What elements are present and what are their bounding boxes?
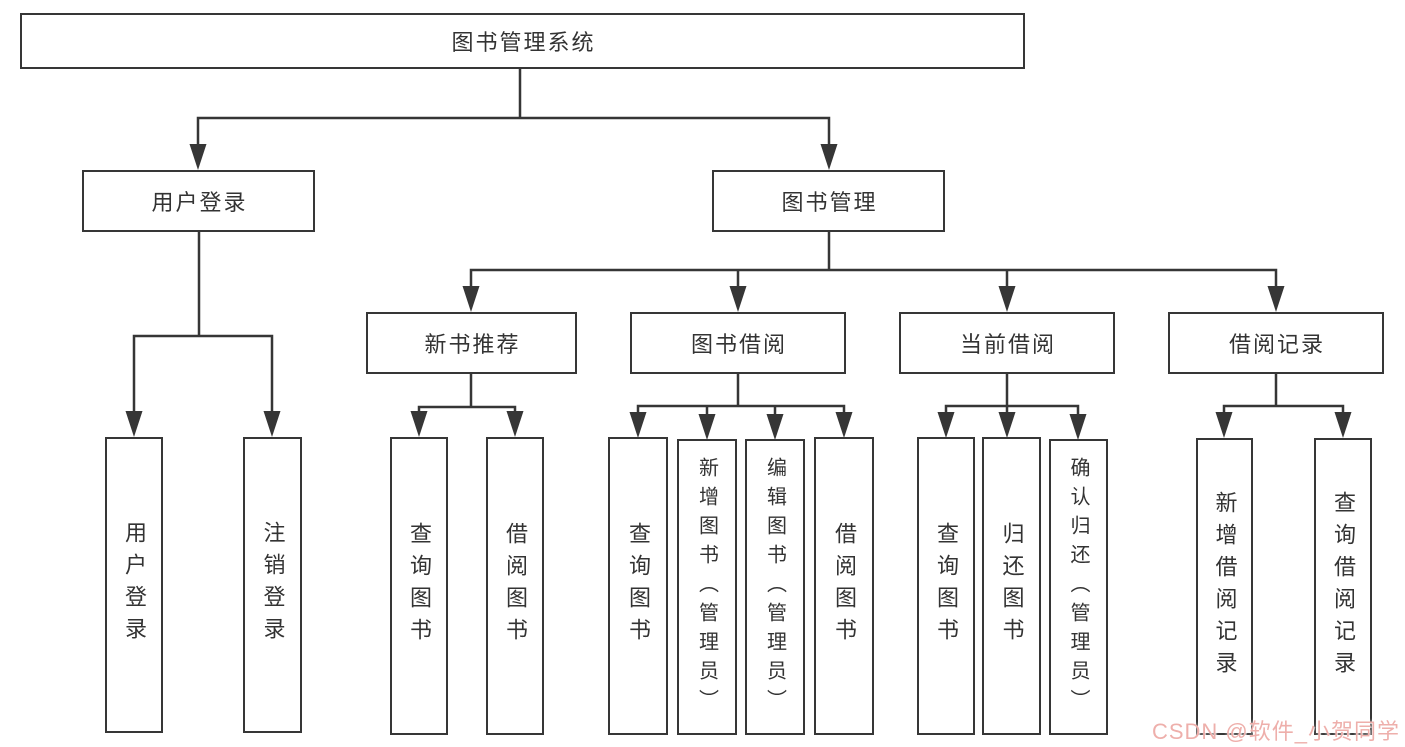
arrowhead bbox=[835, 412, 853, 438]
node-label: 确认归还（管理员） bbox=[1067, 456, 1089, 718]
node-label: 当前借阅 bbox=[959, 332, 1056, 357]
arrowhead bbox=[729, 286, 747, 312]
node-label: 查询图书 bbox=[934, 522, 959, 650]
connector-current-borrow bbox=[944, 372, 1080, 415]
arrowhead bbox=[410, 411, 428, 437]
node-book-mgmt: 图书管理 bbox=[712, 170, 945, 232]
node-book-borrow: 图书借阅 bbox=[630, 312, 846, 374]
arrowhead bbox=[820, 144, 838, 170]
node-new-book-rec: 新书推荐 bbox=[366, 312, 577, 374]
arrowhead bbox=[998, 286, 1016, 312]
arrowhead bbox=[698, 414, 716, 440]
leaf-borrow-query-books: 查询图书 bbox=[608, 437, 668, 735]
arrowhead bbox=[1334, 412, 1352, 438]
arrowhead bbox=[629, 412, 647, 438]
connector-book-mgmt bbox=[469, 230, 1278, 287]
node-label: 新增借阅记录 bbox=[1212, 490, 1238, 683]
leaf-return-books: 归还图书 bbox=[982, 437, 1041, 735]
node-label: 借阅图书 bbox=[503, 522, 528, 650]
node-label: 借阅记录 bbox=[1228, 332, 1325, 357]
leaf-borrow-books: 借阅图书 bbox=[814, 437, 874, 735]
connector-new-book-rec bbox=[417, 372, 517, 413]
node-label: 查询借阅记录 bbox=[1331, 490, 1356, 683]
arrowhead bbox=[125, 411, 143, 437]
node-label: 查询图书 bbox=[407, 522, 432, 650]
node-label: 新书推荐 bbox=[424, 332, 521, 357]
node-label: 归还图书 bbox=[999, 522, 1025, 650]
node-label: 图书管理 bbox=[781, 190, 878, 215]
connector-borrow-records bbox=[1222, 372, 1345, 414]
node-user-login: 用户登录 bbox=[82, 170, 315, 232]
arrowhead bbox=[462, 286, 480, 312]
node-current-borrow: 当前借阅 bbox=[899, 312, 1115, 374]
arrowhead bbox=[1215, 412, 1233, 438]
arrowhead bbox=[189, 144, 207, 170]
leaf-rec-borrow-books: 借阅图书 bbox=[486, 437, 544, 735]
connector-root bbox=[196, 67, 831, 145]
watermark: CSDN @软件_小贺同学 bbox=[1151, 719, 1400, 744]
arrowhead bbox=[1267, 286, 1285, 312]
node-label: 查询图书 bbox=[626, 522, 651, 650]
leaf-user-login: 用户登录 bbox=[105, 437, 163, 733]
arrowhead bbox=[766, 414, 784, 440]
leaf-query-borrow-record: 查询借阅记录 bbox=[1314, 438, 1372, 735]
arrowhead bbox=[937, 412, 955, 438]
arrowhead bbox=[263, 411, 281, 437]
leaf-rec-query-books: 查询图书 bbox=[390, 437, 448, 735]
node-label: 编辑图书（管理员） bbox=[763, 456, 786, 718]
leaf-edit-books-admin: 编辑图书（管理员） bbox=[745, 439, 805, 735]
node-label: 新增图书（管理员） bbox=[695, 456, 718, 718]
leaf-add-books-admin: 新增图书（管理员） bbox=[677, 439, 737, 735]
node-label: 图书借阅 bbox=[690, 332, 787, 357]
leaf-current-query-books: 查询图书 bbox=[917, 437, 975, 735]
node-label: 借阅图书 bbox=[832, 522, 857, 650]
node-label: 用户登录 bbox=[122, 521, 147, 649]
arrowhead bbox=[506, 411, 524, 437]
node-label: 用户登录 bbox=[151, 190, 248, 215]
node-root: 图书管理系统 bbox=[20, 13, 1025, 69]
node-label: 图书管理系统 bbox=[451, 30, 596, 55]
node-label: 注销登录 bbox=[260, 521, 286, 649]
arrowhead bbox=[998, 412, 1016, 438]
connector-user-login bbox=[132, 230, 274, 412]
arrowhead bbox=[1069, 414, 1087, 440]
leaf-confirm-return-admin: 确认归还（管理员） bbox=[1049, 439, 1108, 735]
leaf-add-borrow-record: 新增借阅记录 bbox=[1196, 438, 1253, 735]
node-borrow-records: 借阅记录 bbox=[1168, 312, 1384, 374]
connector-book-borrow bbox=[636, 372, 846, 415]
leaf-logout: 注销登录 bbox=[243, 437, 302, 733]
